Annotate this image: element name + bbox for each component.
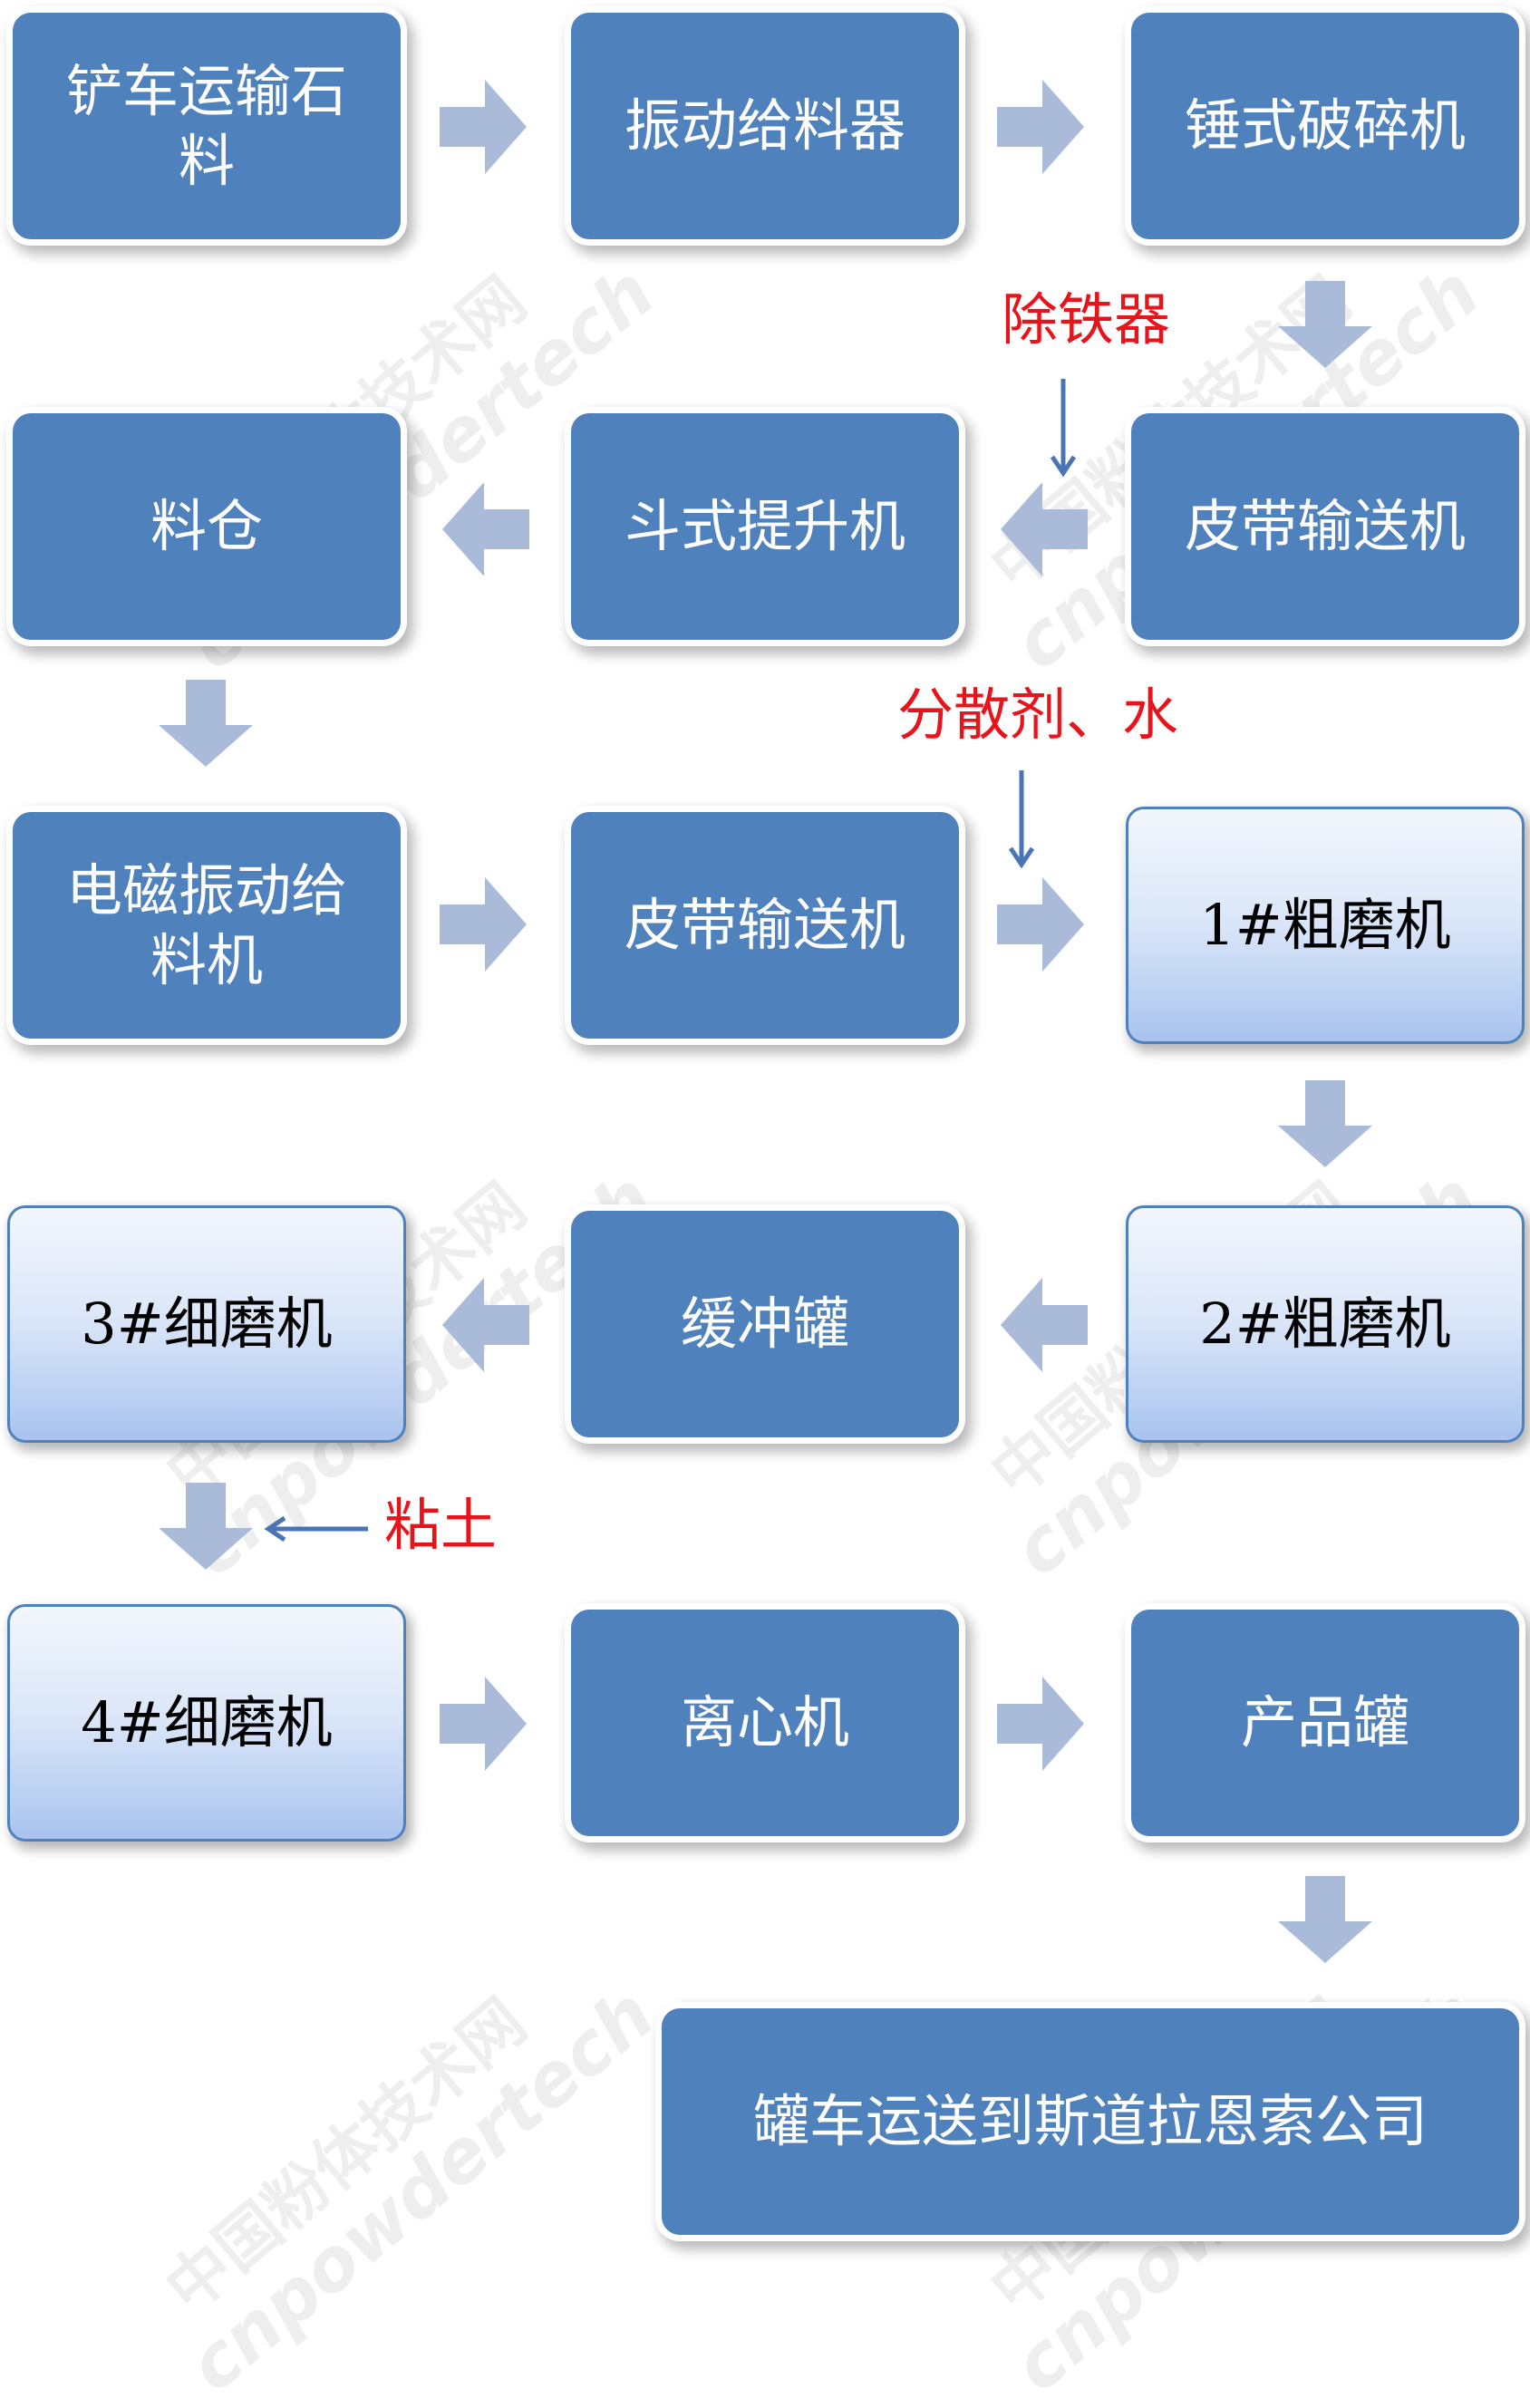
flow-arrow-left bbox=[1001, 482, 1088, 576]
node-product-tank: 产品罐 bbox=[1131, 1610, 1519, 1836]
flow-arrow-left bbox=[442, 482, 529, 576]
node-storage-bin: 料仓 bbox=[13, 413, 401, 640]
thin-arrow-left bbox=[264, 1515, 368, 1542]
node-buffer-tank: 缓冲罐 bbox=[571, 1211, 959, 1437]
flow-arrow-right bbox=[440, 80, 527, 174]
node-coarse-mill-1: 1#粗磨机 bbox=[1126, 807, 1525, 1044]
flow-arrow-right bbox=[440, 1677, 527, 1771]
flow-arrow-down bbox=[1278, 1876, 1372, 1963]
label-dispersant-water: 分散剂、水 bbox=[897, 682, 1179, 748]
thin-arrow-down bbox=[1008, 770, 1035, 869]
flow-arrow-right bbox=[440, 877, 527, 972]
thin-arrow-down bbox=[1050, 379, 1077, 478]
flow-arrow-down bbox=[1278, 1080, 1372, 1167]
node-hammer-crusher: 锤式破碎机 bbox=[1131, 13, 1519, 239]
node-bucket-elevator: 斗式提升机 bbox=[571, 413, 959, 640]
flow-arrow-down bbox=[159, 1483, 253, 1570]
flow-arrow-left bbox=[1001, 1278, 1088, 1372]
node-fine-mill-4: 4#细磨机 bbox=[7, 1604, 406, 1842]
flow-arrow-down bbox=[1278, 281, 1372, 368]
flow-arrow-right bbox=[997, 1677, 1084, 1771]
node-loader-transport: 铲车运输石料 bbox=[13, 13, 401, 239]
node-belt-conveyor-2: 皮带输送机 bbox=[571, 812, 959, 1039]
node-centrifuge: 离心机 bbox=[571, 1610, 959, 1836]
flow-arrow-left bbox=[442, 1278, 529, 1372]
node-tanker-delivery: 罐车运送到斯道拉恩索公司 bbox=[662, 2008, 1519, 2235]
flow-arrow-right bbox=[997, 877, 1084, 972]
node-vibrating-feeder: 振动给料器 bbox=[571, 13, 959, 239]
label-clay: 粘土 bbox=[384, 1492, 498, 1558]
node-fine-mill-3: 3#细磨机 bbox=[7, 1205, 406, 1443]
flow-arrow-down bbox=[159, 680, 253, 767]
node-electromagnetic-feeder: 电磁振动给料机 bbox=[13, 812, 401, 1039]
node-coarse-mill-2: 2#粗磨机 bbox=[1126, 1205, 1525, 1443]
flow-arrow-right bbox=[997, 80, 1084, 174]
node-belt-conveyor-1: 皮带输送机 bbox=[1131, 413, 1519, 640]
label-iron-remover: 除铁器 bbox=[1002, 286, 1171, 353]
